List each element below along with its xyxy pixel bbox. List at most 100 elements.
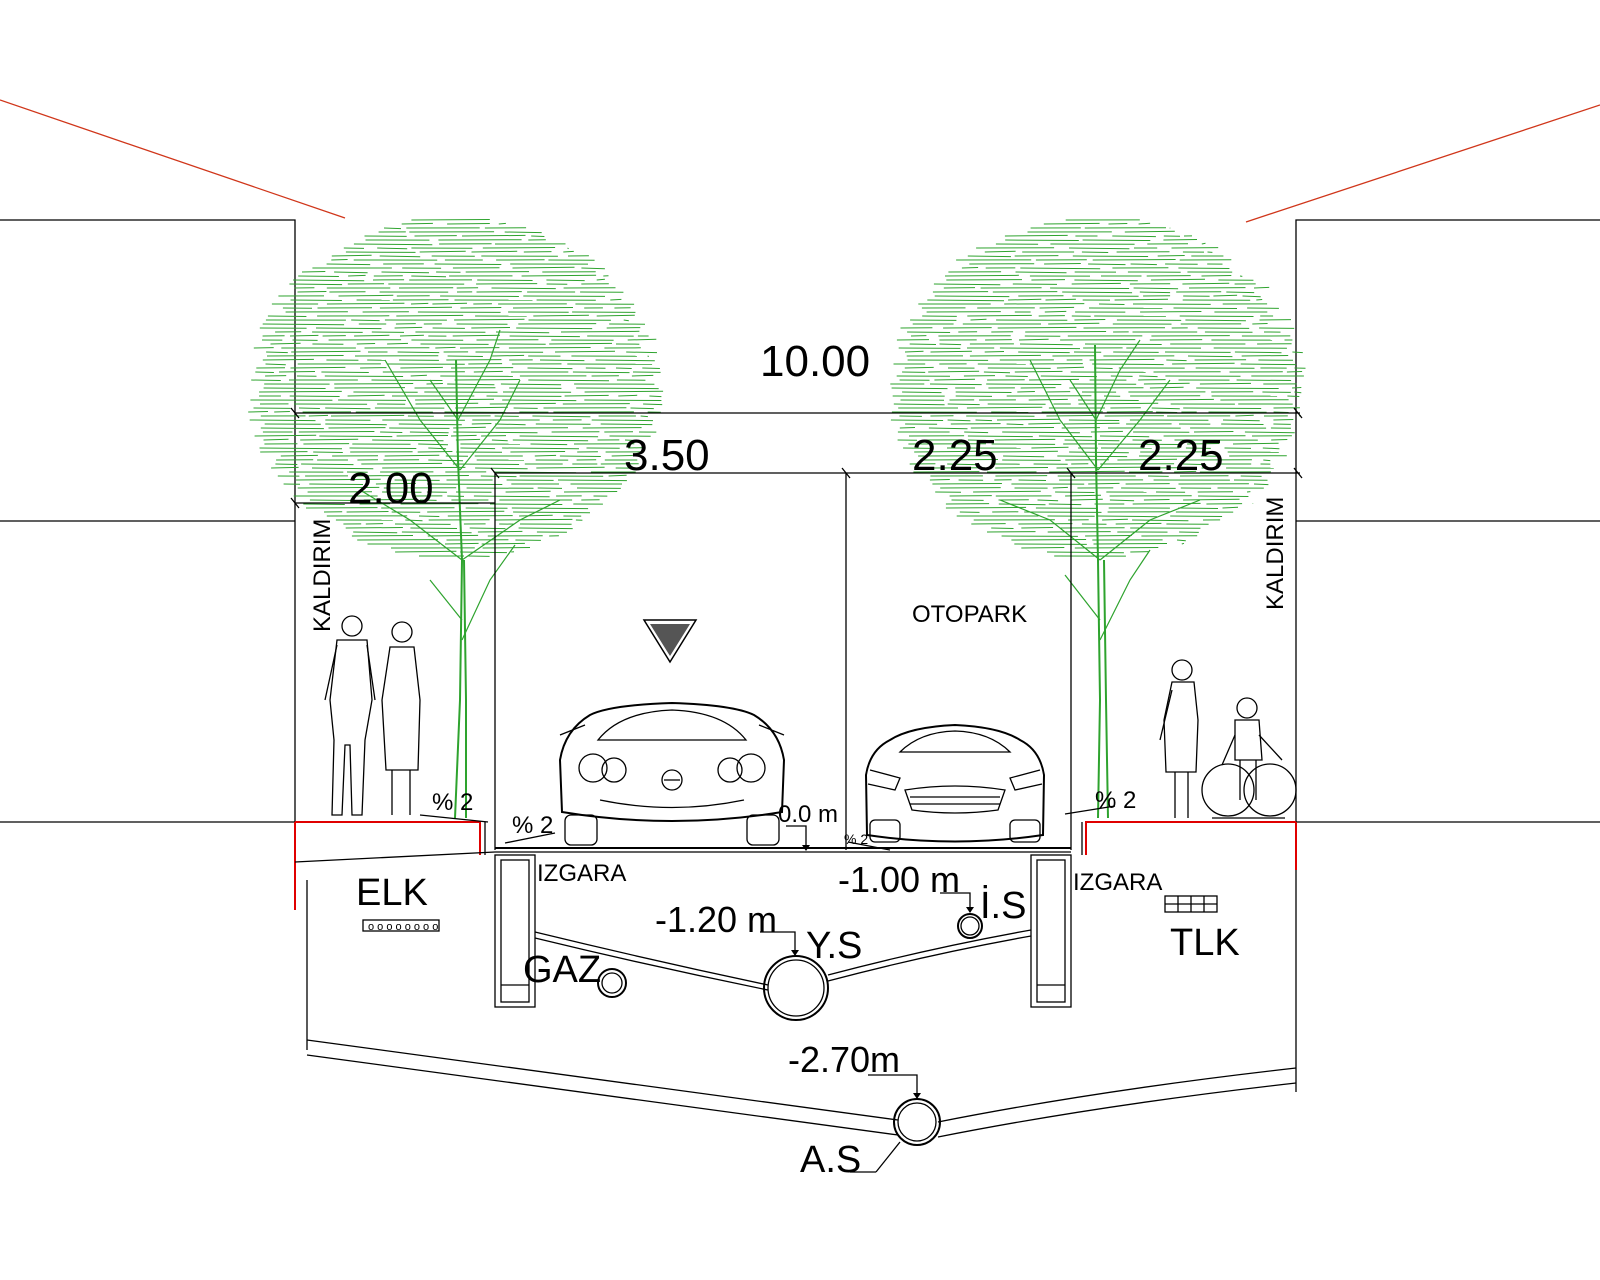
- canopy-hatch-stroke: [375, 482, 417, 485]
- canopy-hatch-stroke: [567, 247, 569, 250]
- canopy-hatch-stroke: [405, 519, 423, 522]
- canopy-hatch-stroke: [624, 439, 640, 442]
- canopy-hatch-stroke: [1262, 447, 1280, 450]
- canopy-hatch-stroke: [995, 467, 1049, 469]
- canopy-hatch-stroke: [519, 435, 599, 438]
- canopy-hatch-stroke: [546, 279, 585, 282]
- canopy-hatch-stroke: [351, 535, 414, 537]
- canopy-hatch-stroke: [1235, 414, 1254, 417]
- canopy-hatch-stroke: [1088, 482, 1120, 485]
- canopy-hatch-stroke: [500, 383, 562, 386]
- canopy-hatch-stroke: [427, 510, 505, 513]
- canopy-hatch-stroke: [899, 427, 916, 429]
- canopy-hatch-stroke: [460, 307, 502, 309]
- canopy-hatch-stroke: [1130, 263, 1157, 266]
- canopy-hatch-stroke: [475, 467, 528, 470]
- canopy-hatch-stroke: [469, 527, 506, 530]
- canopy-hatch-stroke: [353, 531, 398, 534]
- canopy-hatch-stroke: [401, 222, 433, 225]
- canopy-hatch-stroke: [647, 355, 649, 357]
- canopy-hatch-stroke: [1138, 222, 1151, 225]
- canopy-hatch-stroke: [608, 474, 627, 477]
- canopy-hatch-stroke: [1056, 366, 1085, 369]
- road-lane: [494, 473, 847, 850]
- canopy-hatch-stroke: [262, 323, 345, 326]
- canopy-hatch-stroke: [1185, 319, 1246, 322]
- canopy-hatch-stroke: [379, 306, 453, 309]
- canopy-hatch-stroke: [349, 447, 417, 449]
- canopy-hatch-stroke: [434, 263, 502, 265]
- canopy-hatch-stroke: [1043, 222, 1100, 225]
- canopy-hatch-stroke: [1003, 455, 1045, 458]
- tree-canopy-right: [890, 219, 1306, 557]
- canopy-hatch-stroke: [453, 426, 486, 429]
- canopy-hatch-stroke: [356, 343, 376, 345]
- canopy-hatch-stroke: [280, 454, 318, 457]
- canopy-hatch-stroke: [255, 371, 274, 373]
- tree-trunk-left: [359, 329, 561, 819]
- canopy-hatch-stroke: [1015, 271, 1067, 274]
- canopy-hatch-stroke: [395, 550, 457, 553]
- canopy-hatch-stroke: [450, 434, 477, 437]
- canopy-hatch-stroke: [1132, 519, 1189, 522]
- canopy-hatch-stroke: [581, 267, 605, 270]
- canopy-hatch-stroke: [353, 243, 433, 246]
- canopy-hatch-stroke: [1048, 322, 1100, 325]
- electric-conduit-symbol: o o o o o o o o: [362, 919, 440, 933]
- canopy-hatch-stroke: [354, 334, 390, 337]
- canopy-hatch-stroke: [1181, 542, 1185, 545]
- canopy-hatch-stroke: [997, 326, 1077, 329]
- canopy-hatch-stroke: [1037, 499, 1059, 502]
- sidewalk-left-surface: [294, 821, 486, 910]
- dim-sidewalk-left: 2.00: [348, 464, 434, 513]
- canopy-hatch-stroke: [396, 435, 449, 437]
- wheelchair-user: [1201, 697, 1297, 819]
- canopy-hatch-stroke: [371, 379, 443, 381]
- label-water-supply: Y.S: [806, 925, 862, 967]
- canopy-hatch-stroke: [509, 335, 580, 338]
- canopy-hatch-stroke: [418, 515, 440, 517]
- canopy-hatch-stroke: [1292, 387, 1302, 389]
- canopy-hatch-stroke: [1089, 358, 1155, 361]
- canopy-hatch-stroke: [460, 551, 507, 554]
- canopy-hatch-stroke: [1193, 431, 1234, 433]
- dimension-lines: [290, 407, 1303, 509]
- canopy-hatch-stroke: [508, 347, 591, 349]
- canopy-hatch-stroke: [455, 406, 508, 409]
- canopy-hatch-stroke: [1049, 470, 1125, 473]
- canopy-hatch-stroke: [1014, 370, 1063, 373]
- canopy-hatch-stroke: [1292, 351, 1303, 354]
- canopy-hatch-stroke: [1150, 278, 1206, 281]
- canopy-hatch-stroke: [410, 374, 427, 377]
- canopy-hatch-stroke: [611, 455, 633, 457]
- label-sewer: A.S: [800, 1139, 861, 1181]
- canopy-hatch-stroke: [532, 415, 591, 418]
- canopy-hatch-stroke: [1196, 387, 1279, 389]
- canopy-hatch-stroke: [642, 367, 660, 369]
- canopy-hatch-stroke: [377, 247, 408, 250]
- canopy-hatch-stroke: [313, 451, 343, 453]
- canopy-hatch-stroke: [904, 350, 924, 353]
- canopy-hatch-stroke: [557, 479, 627, 482]
- canopy-hatch-stroke: [530, 443, 568, 446]
- canopy-hatch-stroke: [554, 350, 616, 353]
- canopy-hatch-stroke: [1256, 299, 1263, 301]
- canopy-hatch-stroke: [1183, 407, 1262, 409]
- canopy-hatch-stroke: [260, 427, 324, 430]
- canopy-hatch-stroke: [998, 503, 1046, 506]
- label-gas: GAZ: [523, 949, 601, 991]
- canopy-hatch-stroke: [973, 490, 1041, 493]
- canopy-hatch-stroke: [275, 463, 298, 465]
- canopy-hatch-stroke: [452, 334, 501, 337]
- canopy-hatch-stroke: [295, 478, 381, 481]
- canopy-hatch-stroke: [265, 363, 286, 366]
- canopy-hatch-stroke: [311, 467, 374, 470]
- canopy-hatch-stroke: [990, 450, 1058, 453]
- canopy-hatch-stroke: [504, 231, 542, 234]
- canopy-hatch-stroke: [618, 394, 638, 397]
- canopy-hatch-stroke: [991, 527, 1014, 529]
- level-leaders: [760, 825, 974, 1099]
- canopy-hatch-stroke: [521, 274, 597, 277]
- canopy-hatch-stroke: [1081, 251, 1109, 253]
- direction-triangle: [642, 619, 698, 664]
